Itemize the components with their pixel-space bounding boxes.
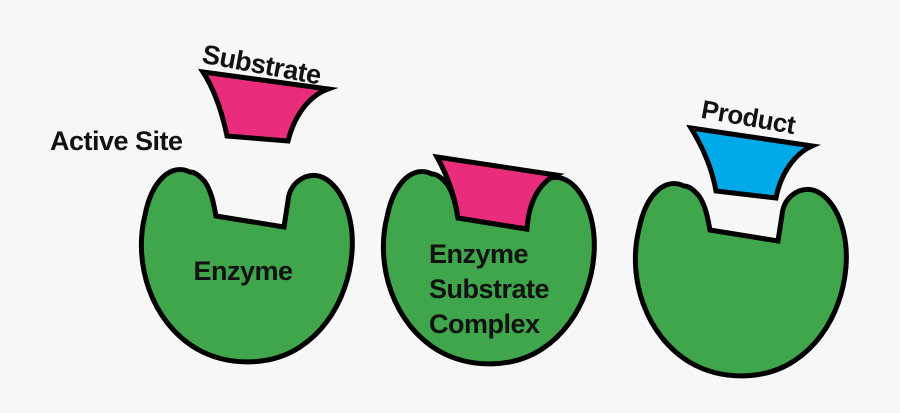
active-site-label: Active Site [50, 126, 183, 156]
complex-label-line-3: Complex [429, 309, 540, 339]
complex-label-line-1: Enzyme [429, 239, 529, 269]
bound-substrate-shape [432, 153, 565, 232]
complex-label-line-2: Substrate [429, 274, 550, 304]
substrate-shape [197, 68, 339, 144]
enzyme-label: Enzyme [193, 256, 293, 286]
enzyme-substrate-complex-label: Enzyme Substrate Complex [429, 237, 550, 342]
product-shape [686, 124, 821, 201]
